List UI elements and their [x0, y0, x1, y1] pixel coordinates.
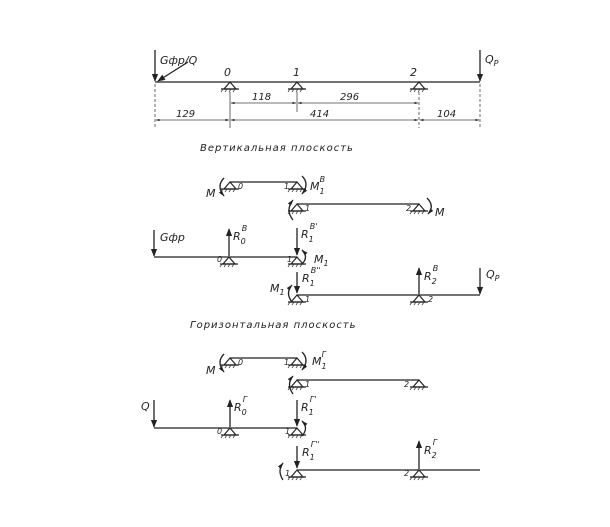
moment-label-m: M — [206, 187, 216, 200]
moment-arrow — [218, 177, 225, 197]
node-label: 1 — [285, 427, 290, 436]
reaction-label-r1g-prime: R1Г' — [301, 395, 316, 417]
load-label-gfr: Gфр — [160, 231, 185, 244]
dimension-118: 118 — [252, 92, 271, 103]
support-icon — [287, 181, 307, 193]
horizontal-plane: Горизонтальная плоскость 0 1 M M1Г 1 2 Q… — [141, 320, 480, 481]
support-icon — [409, 379, 429, 391]
node-label: 1 — [284, 358, 289, 367]
support-icon — [287, 427, 307, 439]
moment-label-m1v: M1В — [310, 175, 325, 196]
dimension-414: 414 — [310, 109, 329, 120]
support-0-icon — [220, 81, 240, 93]
node-label: 2 — [406, 204, 411, 213]
overall-scheme: Gфр/Q QP 0 1 2 118 296 129 414 104 — [151, 50, 499, 128]
moment-label-m: M — [435, 206, 445, 219]
support-icon — [220, 427, 240, 439]
reaction-label-r2v: R2В — [424, 264, 438, 286]
support-icon — [409, 469, 429, 481]
moment-arrow — [301, 351, 308, 371]
load-arrow-q-diagonal — [157, 61, 189, 82]
support-2-icon — [409, 81, 429, 93]
moment-arrow — [287, 199, 294, 221]
reaction-label-r0g: R0Г — [234, 395, 248, 417]
node-label: 1 — [305, 295, 310, 304]
node-label: 2 — [404, 380, 409, 389]
support-icon — [409, 203, 429, 215]
moment-label-m: M — [206, 364, 216, 377]
support-label-2: 2 — [410, 66, 417, 79]
reaction-label-r1g-double: R1Г'' — [302, 440, 320, 462]
node-label: 0 — [217, 427, 222, 436]
support-icon — [287, 469, 307, 481]
node-label: 1 — [305, 380, 310, 389]
load-label-qp: QP — [485, 53, 499, 68]
support-label-1: 1 — [293, 66, 300, 79]
support-label-0: 0 — [224, 66, 231, 79]
node-label: 2 — [404, 469, 409, 478]
node-label: 2 — [428, 295, 433, 304]
moment-arrow — [301, 420, 308, 437]
moment-arrow — [301, 249, 308, 265]
reaction-label-r1v-prime: R1В' — [301, 222, 317, 244]
support-icon — [219, 256, 239, 268]
dimension-104: 104 — [437, 109, 456, 120]
load-label-qp: QP — [486, 268, 500, 283]
moment-label-m1: M1 — [314, 253, 329, 268]
node-label: 1 — [287, 255, 292, 264]
node-label: 0 — [217, 255, 222, 264]
reaction-label-r0v: R0В — [233, 224, 247, 246]
dimension-296: 296 — [340, 92, 359, 103]
support-icon — [220, 181, 240, 193]
node-label: 0 — [238, 182, 243, 191]
moment-arrow — [218, 353, 225, 373]
reaction-label-r1v-double: R1В'' — [302, 266, 321, 288]
moment-arrow — [286, 284, 293, 303]
support-icon — [287, 357, 307, 369]
node-label: 1 — [285, 469, 290, 478]
support-icon — [220, 357, 240, 369]
moment-arrow — [426, 197, 434, 215]
horizontal-plane-title: Горизонтальная плоскость — [190, 320, 357, 331]
moment-arrow — [301, 175, 308, 195]
vertical-plane-title: Вертикальная плоскость — [200, 143, 354, 154]
reaction-label-r2g: R2Г — [424, 438, 438, 460]
load-label-left: Gфр/Q — [160, 54, 198, 67]
support-icon — [287, 203, 307, 215]
dimension-129: 129 — [176, 109, 195, 120]
node-label: 1 — [284, 182, 289, 191]
support-icon — [409, 294, 429, 306]
moment-arrow — [277, 462, 284, 481]
moment-arrow — [287, 375, 294, 395]
moment-label-m1g: M1Г — [312, 350, 327, 371]
moment-label-m1: M1 — [270, 282, 285, 297]
node-label: 1 — [305, 204, 310, 213]
vertical-plane: Вертикальная плоскость 0 1 M M1В 1 2 M G… — [150, 143, 500, 306]
support-1-icon — [287, 81, 307, 93]
load-label-q: Q — [141, 400, 150, 413]
node-label: 0 — [238, 358, 243, 367]
